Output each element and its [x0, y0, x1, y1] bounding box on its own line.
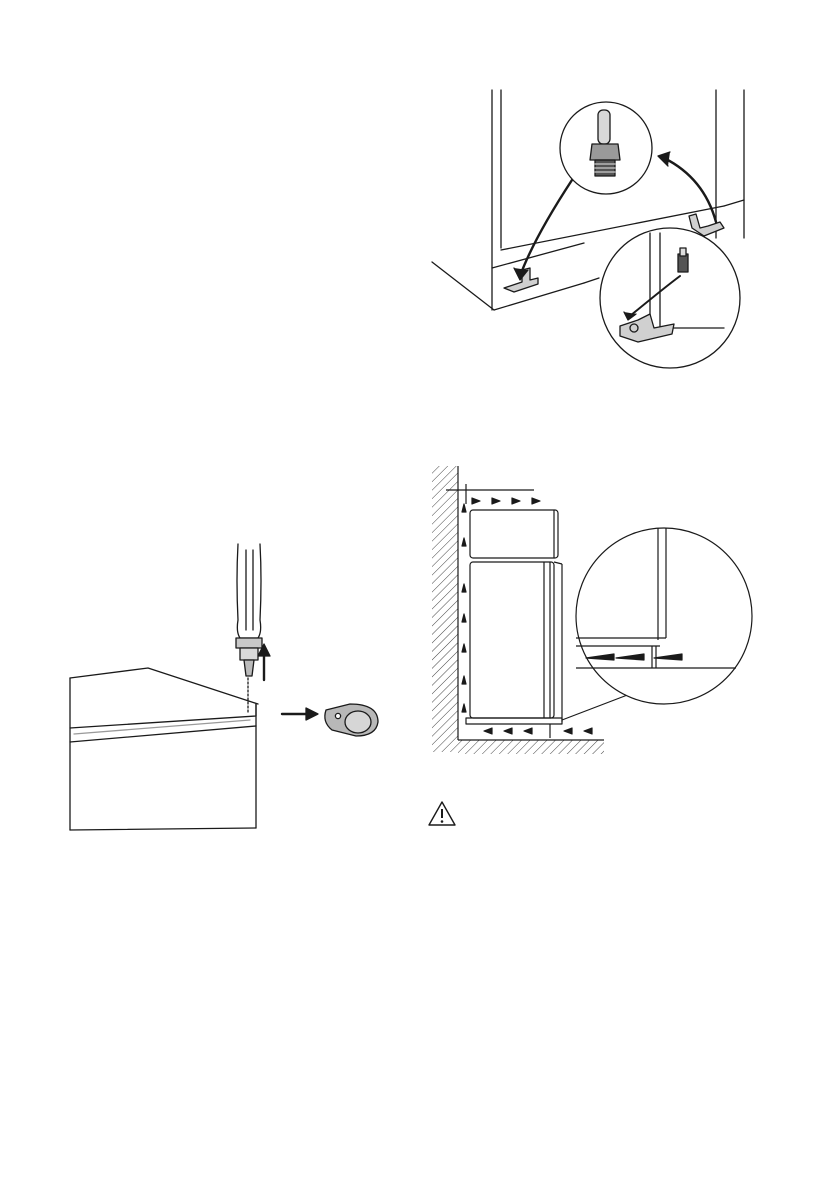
hinge-bracket-figure [424, 88, 754, 373]
warning-triangle-icon [427, 800, 457, 827]
ventilation-figure [426, 462, 756, 762]
screwdriver-figure [60, 540, 390, 840]
